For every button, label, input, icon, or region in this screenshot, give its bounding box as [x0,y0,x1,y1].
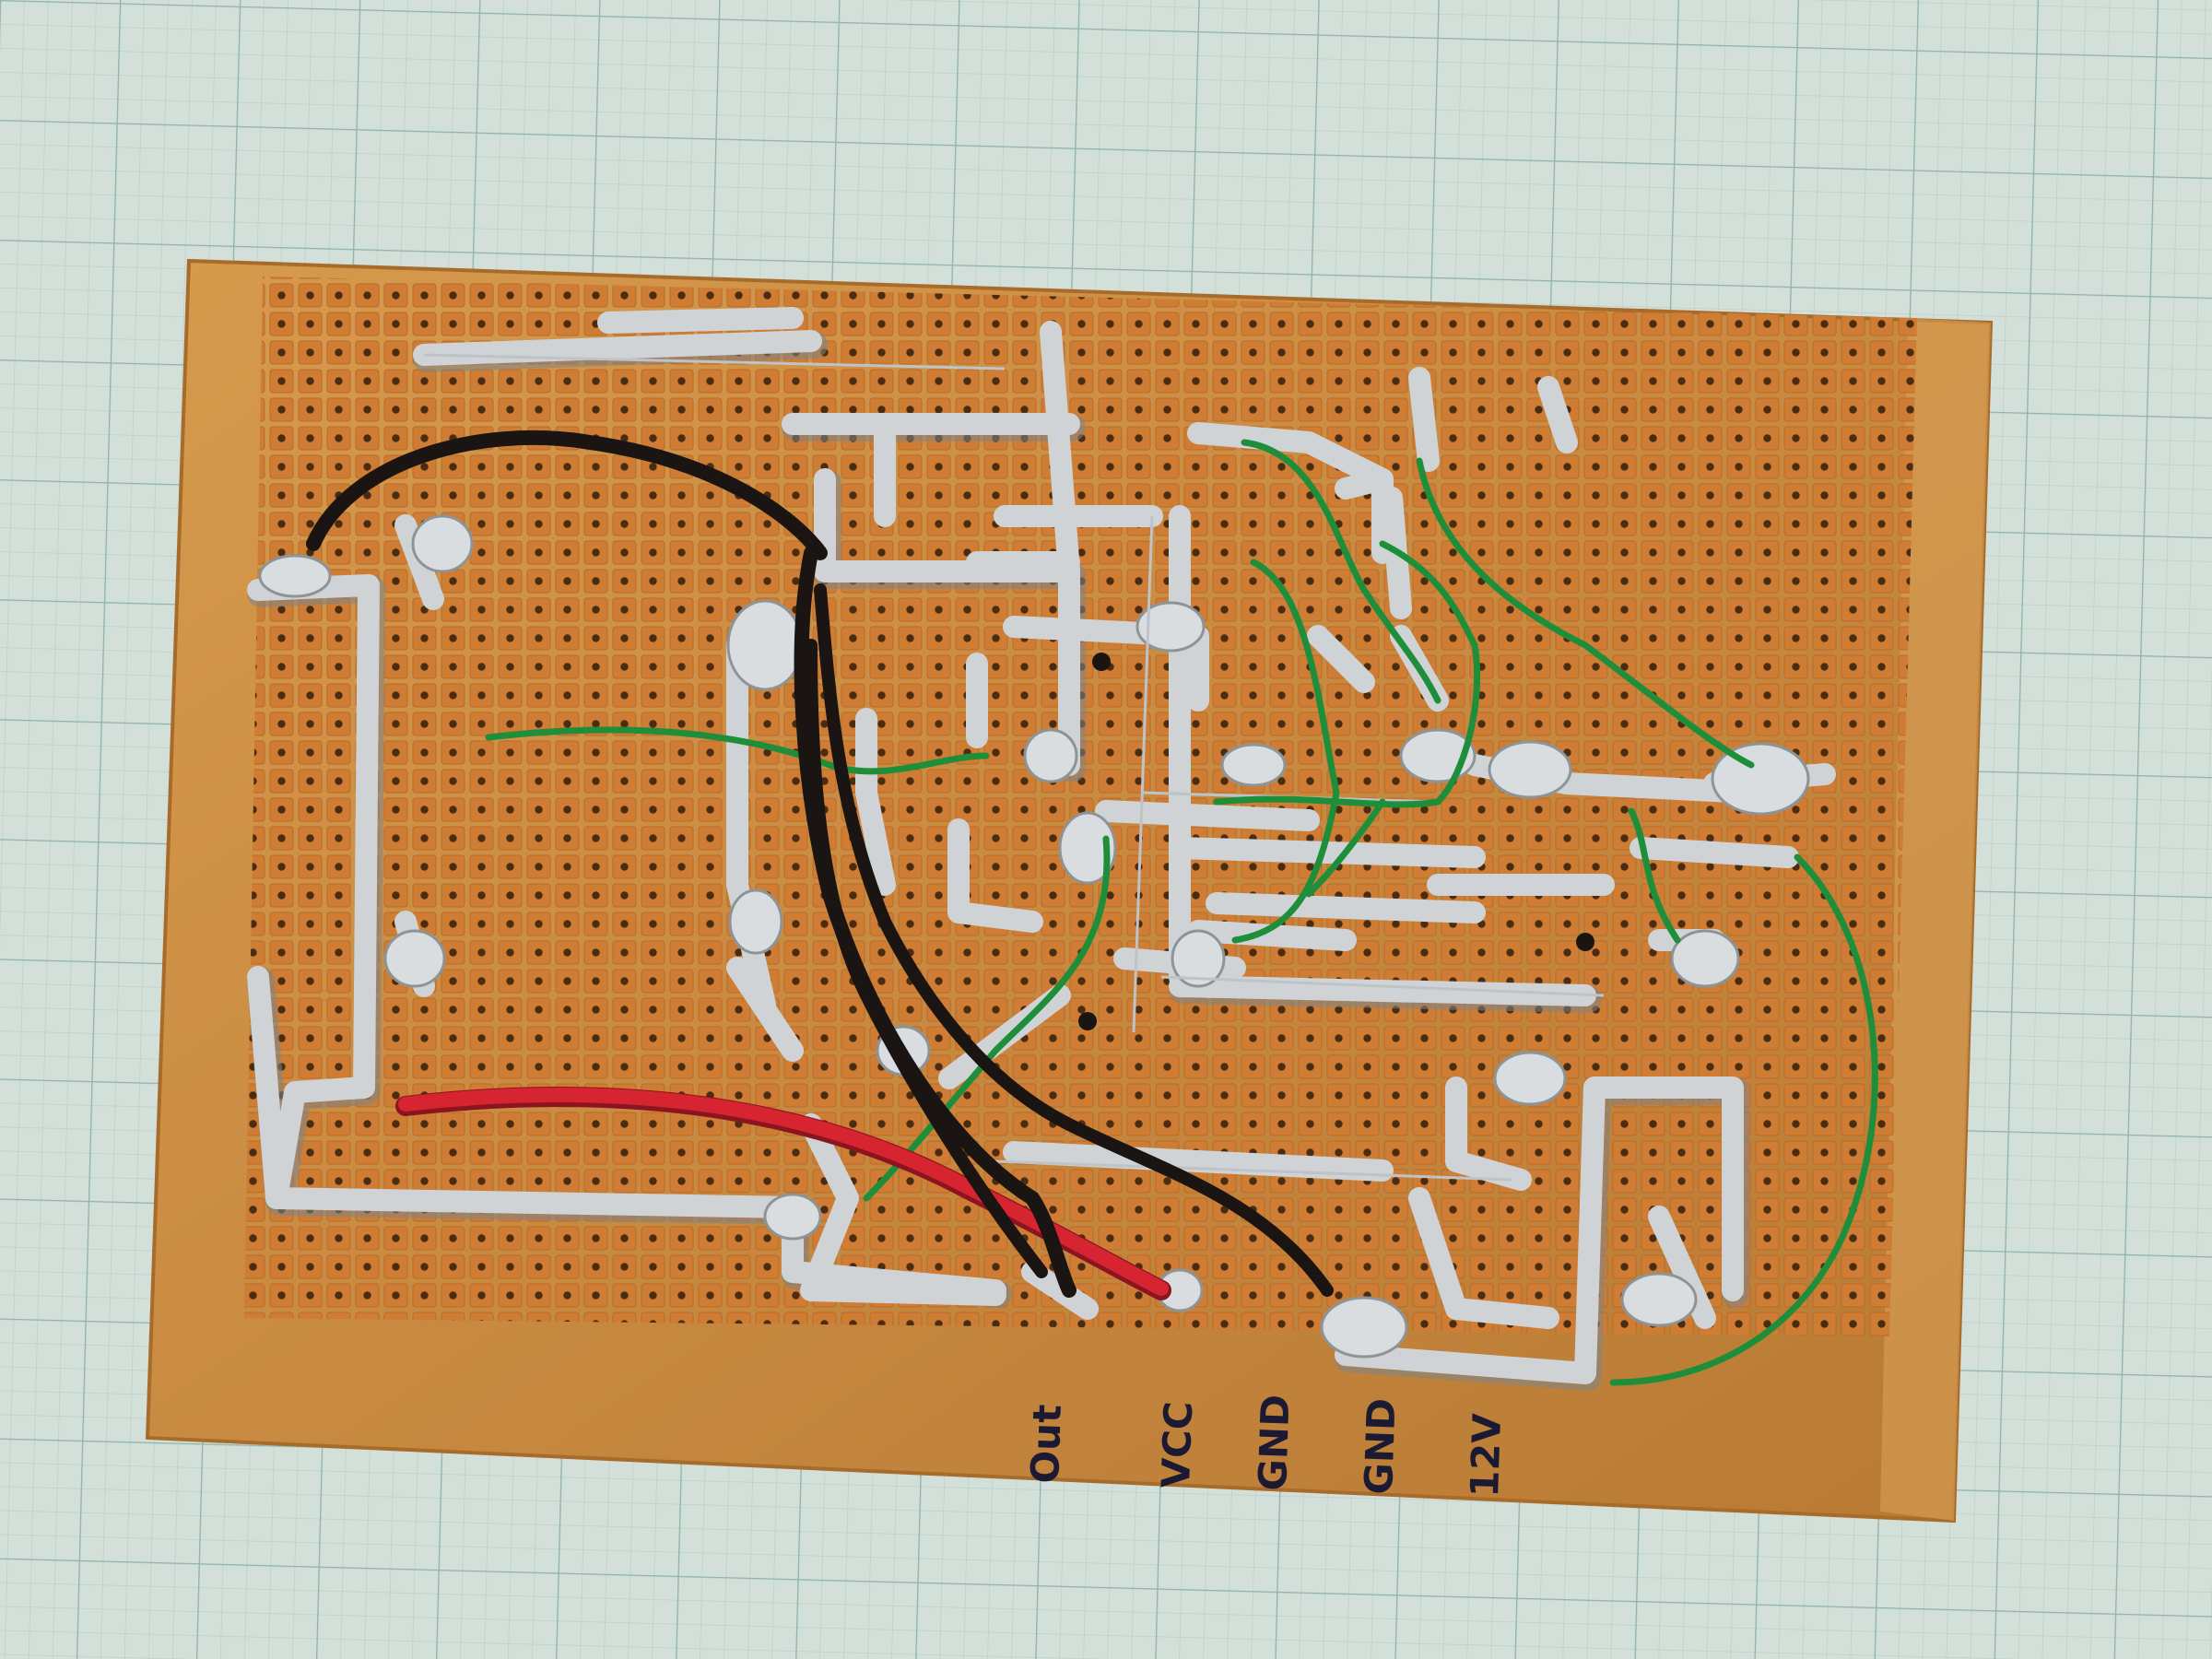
label-12v: 12V [1462,1412,1510,1498]
label-out: Out [1022,1404,1070,1484]
ink-dots [1078,653,1594,1030]
black-wires [306,430,1334,1298]
label-gnd-2: GND [1356,1397,1405,1495]
label-gnd-1: GND [1250,1394,1299,1491]
board-labels: Out VCC GND GND 12V [1022,1394,1510,1498]
label-vcc: VCC [1153,1401,1201,1489]
solder-traces [247,307,1836,1391]
red-wire [395,1087,1171,1300]
